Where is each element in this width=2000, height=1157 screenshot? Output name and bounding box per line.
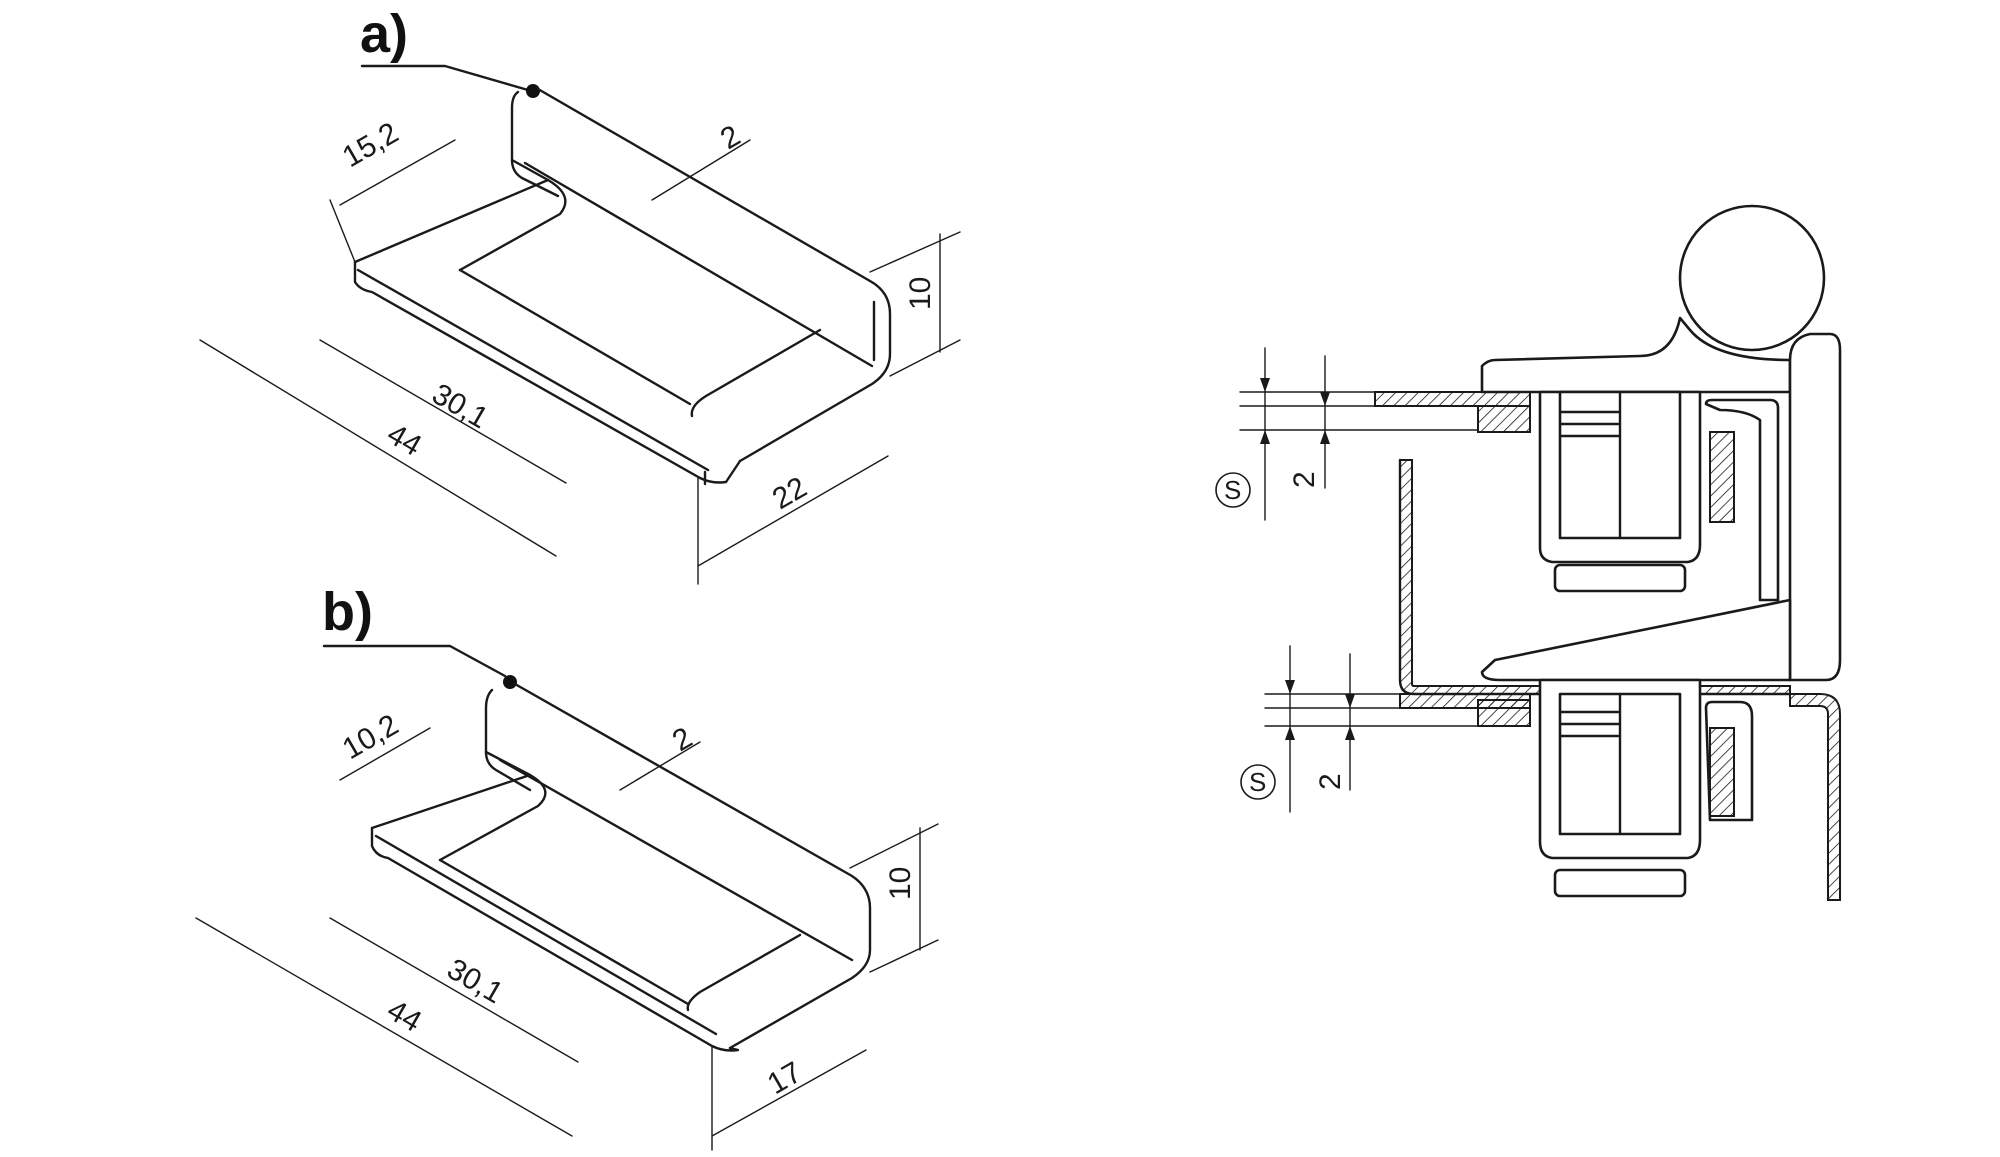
section-upper-nut bbox=[1553, 563, 1687, 593]
part-b-inner-groove bbox=[686, 933, 802, 1012]
part-b-dim-length: 44 bbox=[382, 993, 427, 1038]
part-a-ext bbox=[869, 231, 961, 273]
section-arrow bbox=[1320, 392, 1330, 406]
part-a-dim-depth: 22 bbox=[767, 471, 812, 516]
section-arrow bbox=[1345, 694, 1355, 708]
section-lower-gap: 2 bbox=[1314, 773, 1347, 790]
part-a-dim-thickness-line bbox=[651, 139, 751, 201]
section-lower-housing bbox=[1480, 598, 1792, 682]
part-a-dim-height: 10 bbox=[904, 277, 937, 310]
part-b-label: b) bbox=[322, 582, 373, 642]
section-upper-s-symbol: S bbox=[1224, 475, 1241, 505]
section-left-wall-hatch bbox=[1399, 459, 1791, 695]
section-lower-s-symbol: S bbox=[1249, 767, 1266, 797]
section-round-head bbox=[1678, 204, 1826, 352]
part-a-inner-groove bbox=[690, 328, 822, 418]
section-arrow bbox=[1260, 378, 1270, 392]
part-a-dim-width: 15,2 bbox=[337, 116, 404, 174]
part-a-dim-length: 44 bbox=[382, 417, 427, 462]
section-arrow bbox=[1320, 430, 1330, 444]
part-b-dim-thickness: 2 bbox=[667, 721, 698, 758]
part-b-dim-depth: 17 bbox=[762, 1056, 807, 1101]
section-arrow bbox=[1285, 726, 1295, 740]
part-a-top-edge bbox=[536, 87, 892, 463]
part-b-ext bbox=[869, 939, 939, 973]
part-b-plate-front bbox=[370, 826, 740, 1052]
part-a-ext bbox=[889, 339, 961, 377]
part-a-leader-line bbox=[360, 64, 530, 92]
section-arrow bbox=[1285, 680, 1295, 694]
part-a-dim-length-line bbox=[199, 339, 557, 557]
part-b-dim-thickness-line bbox=[619, 741, 701, 791]
part-a-plate-front bbox=[353, 260, 742, 484]
section-lower-washer bbox=[1477, 699, 1531, 727]
part-b-upright-front bbox=[484, 688, 532, 792]
section-upper-s-circle bbox=[1215, 472, 1251, 508]
section-upper-plate bbox=[1374, 391, 1531, 407]
part-a-groove-edge bbox=[458, 268, 692, 406]
part-b-dim-width-line bbox=[339, 727, 431, 781]
part-b-drawing: b) 10,2 2 10 30,1 44 17 bbox=[195, 582, 939, 1151]
part-a-dim-width-line bbox=[339, 139, 456, 206]
part-b-groove-edge bbox=[438, 858, 690, 1006]
section-upper-washer bbox=[1477, 405, 1531, 433]
section-lower-pad bbox=[1709, 727, 1735, 817]
section-arrow bbox=[1345, 726, 1355, 740]
part-b-dim-inner-line bbox=[329, 917, 579, 1063]
part-a-dim-inner-line bbox=[319, 339, 567, 484]
section-top-housing bbox=[1480, 316, 1792, 394]
part-a-drawing: a) 15,2 2 10 30,1 44 bbox=[199, 4, 961, 585]
part-b-ext bbox=[849, 823, 939, 869]
part-a-dim-depth-line bbox=[697, 455, 889, 567]
part-a-dim-inner-length: 30,1 bbox=[427, 377, 494, 435]
section-lower-s-circle bbox=[1240, 764, 1276, 800]
part-a-dim-thickness: 2 bbox=[715, 119, 746, 156]
section-right-bracket bbox=[1788, 332, 1842, 682]
part-a-inner-edge bbox=[523, 161, 874, 368]
part-b-leader-dot bbox=[503, 675, 517, 689]
part-b-plate-top bbox=[374, 834, 718, 1036]
part-a-ext bbox=[329, 199, 356, 263]
part-a-label: a) bbox=[360, 4, 408, 64]
section-upper-gap: 2 bbox=[1288, 471, 1321, 488]
part-b-dim-height: 10 bbox=[884, 867, 917, 900]
section-arrow bbox=[1260, 430, 1270, 444]
section-lower-nut bbox=[1553, 868, 1687, 898]
part-a-upright-front bbox=[510, 90, 560, 198]
part-b-dim-length-line bbox=[195, 917, 573, 1137]
part-a-leader-dot bbox=[526, 84, 540, 98]
part-a-plate-back bbox=[353, 178, 550, 264]
section-upper-insert bbox=[1704, 398, 1780, 602]
part-b-dim-width: 10,2 bbox=[337, 708, 404, 766]
part-b-top-edge bbox=[513, 682, 872, 1050]
section-view: S 2 S 2 bbox=[1215, 204, 1842, 901]
section-upper-pad bbox=[1709, 431, 1735, 523]
part-b-inner-edge bbox=[498, 758, 854, 962]
section-lower-leg bbox=[1789, 693, 1841, 901]
part-b-plate-back bbox=[370, 773, 532, 830]
part-b-leader-line bbox=[322, 644, 507, 678]
part-b-dim-depth-line bbox=[711, 1049, 867, 1137]
part-a-plate-top bbox=[356, 268, 710, 472]
